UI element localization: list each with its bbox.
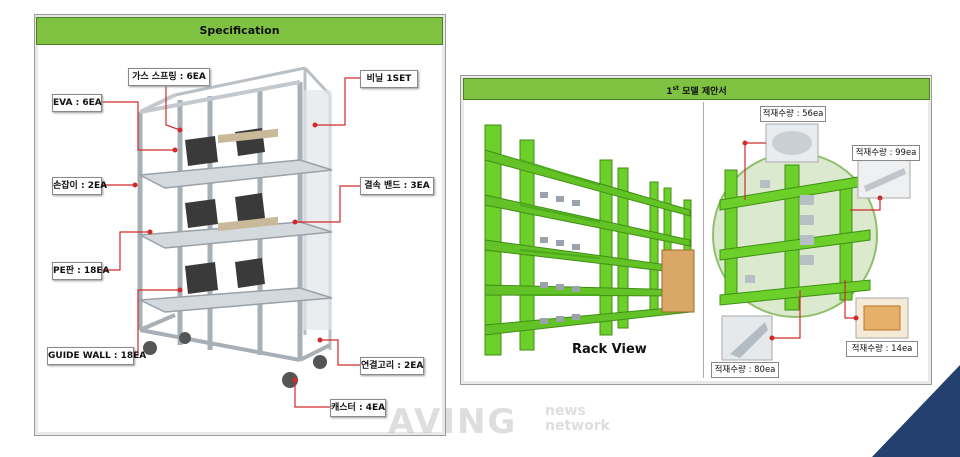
title-number: 1 xyxy=(666,87,673,97)
callout-ring: 연결고리 : 2EA xyxy=(360,357,424,375)
callout-guide-wall: GUIDE WALL : 18EA xyxy=(47,347,146,365)
model-proposal-header: 1st 모델 제안서 xyxy=(463,78,930,100)
watermark-news: news xyxy=(545,403,586,419)
annotation-qty-80: 적재수량 : 80ea xyxy=(711,362,779,378)
annotation-qty-56: 적재수량 : 56ea xyxy=(760,106,826,122)
callout-band: 결속 밴드 : 3EA xyxy=(360,177,434,195)
specification-header: Specification xyxy=(36,17,443,45)
title-superscript: st xyxy=(672,85,680,92)
rack-view-label: Rack View xyxy=(572,342,647,357)
watermark-logo: AVING xyxy=(388,402,518,442)
annotation-qty-99: 적재수량 : 99ea xyxy=(852,145,920,161)
callout-pe-plate: PE판 : 18EA xyxy=(52,262,110,280)
detail-divider xyxy=(703,102,704,378)
callout-gas-spring: 가스 스프링 : 6EA xyxy=(128,68,210,86)
watermark-network: network xyxy=(545,418,610,434)
callout-vinyl: 비닐 1SET xyxy=(360,70,418,88)
callout-eva: EVA : 6EA xyxy=(52,94,102,112)
callout-handle: 손잡이 : 2EA xyxy=(52,177,107,195)
callout-caster: 캐스터 : 4EA xyxy=(330,399,386,417)
title-text: 모델 제안서 xyxy=(682,87,727,97)
annotation-qty-14: 적재수량 : 14ea xyxy=(846,341,918,357)
